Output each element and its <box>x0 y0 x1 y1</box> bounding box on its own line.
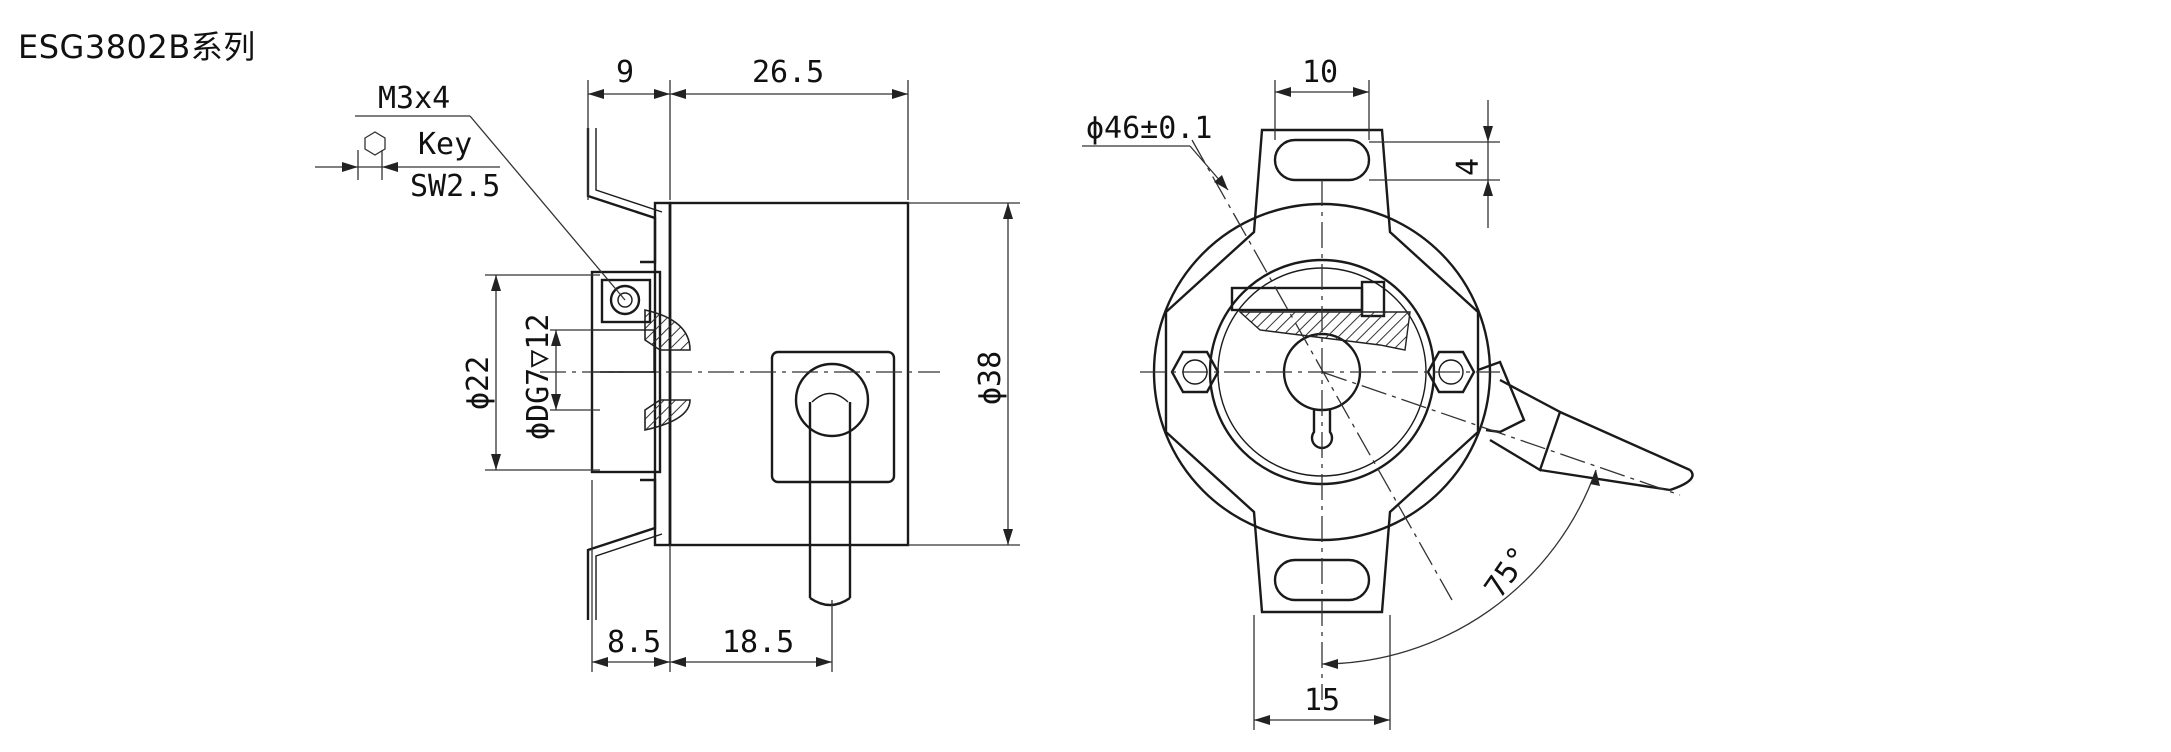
bore-hatch-lower <box>644 399 691 431</box>
dim-phi46: ϕ46±0.1 <box>1086 111 1212 146</box>
dim-9: 9 <box>616 55 634 90</box>
spring-tether-lower <box>586 478 657 620</box>
dim-26-5: 26.5 <box>752 55 824 90</box>
dim-15: 15 <box>1304 683 1340 718</box>
cable <box>808 402 852 598</box>
hex-key-icon <box>364 131 386 156</box>
dim-18-5: 18.5 <box>722 625 794 660</box>
dim-phi22: ϕ22 <box>461 356 496 410</box>
front-view: 10 4 ϕ46±0.1 75° 15 <box>1082 55 1694 730</box>
dim-75deg: 75° <box>1478 540 1538 604</box>
dim-phi38: ϕ38 <box>973 351 1008 405</box>
clamp-screw <box>609 284 641 316</box>
flange-ring <box>653 201 672 547</box>
flange-plate <box>1164 128 1480 614</box>
dim-4: 4 <box>1451 158 1486 176</box>
dim-bore: ϕDG7▽12 <box>521 314 556 440</box>
clamp-screw-front <box>1230 286 1364 312</box>
angle-arc <box>1321 469 1597 665</box>
encoder-body <box>668 201 910 547</box>
side-view: 9 26.5 M3x4 Key SW2.5 ϕ22 ϕDG7▽12 <box>315 55 1020 672</box>
drawing-title: ESG3802B系列 <box>18 28 256 66</box>
spring-tether-upper <box>586 128 657 264</box>
bore-hatch-upper <box>644 309 691 351</box>
dim-8-5: 8.5 <box>607 625 661 660</box>
cable-gland <box>770 350 896 484</box>
label-sw2-5: SW2.5 <box>410 169 500 204</box>
dim-10: 10 <box>1302 55 1338 90</box>
mount-slot-top <box>1273 138 1371 182</box>
label-key: Key <box>418 127 472 162</box>
cable-front <box>1539 410 1691 492</box>
label-m3x4: M3x4 <box>378 81 450 116</box>
clamp-hatch <box>1238 311 1411 351</box>
